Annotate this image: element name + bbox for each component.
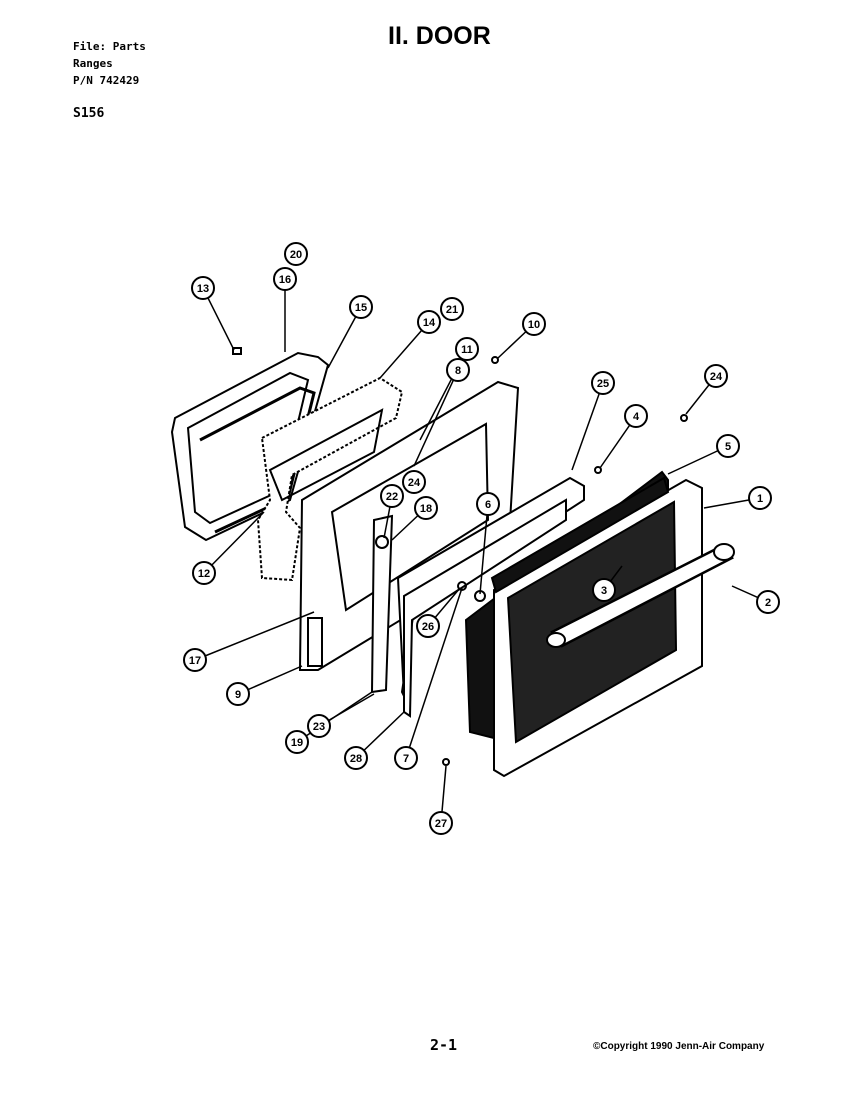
screw-10 xyxy=(491,356,499,364)
callout-label: 12 xyxy=(198,568,210,580)
bracket-18 xyxy=(375,535,389,549)
callout-2: 2 xyxy=(756,590,780,614)
callout-5: 5 xyxy=(716,434,740,458)
callouts: 1234567891011121314151617181920212223242… xyxy=(183,242,780,835)
callout-label: 10 xyxy=(528,319,540,331)
vent-strip xyxy=(490,476,670,594)
callout-label: 3 xyxy=(601,585,607,597)
callout-15: 15 xyxy=(349,295,373,319)
part-number-line: P/N 742429 xyxy=(73,74,140,87)
callout-16: 16 xyxy=(273,267,297,291)
callout-label: 14 xyxy=(423,317,436,329)
callout-9: 9 xyxy=(226,682,250,706)
callout-label: 22 xyxy=(386,491,398,503)
screw-24 xyxy=(680,414,688,422)
callout-7: 7 xyxy=(394,746,418,770)
callout-18: 18 xyxy=(414,496,438,520)
model-number: S156 xyxy=(73,106,105,121)
file-line: File: Parts xyxy=(73,40,146,53)
screw-4 xyxy=(594,466,602,474)
glass-pane xyxy=(268,408,384,502)
handle-end-cap xyxy=(713,543,735,561)
callout-23: 23 xyxy=(307,714,331,738)
callout-label: 18 xyxy=(420,503,432,515)
callout-label: 7 xyxy=(403,753,409,765)
callout-1: 1 xyxy=(748,486,772,510)
callout-label: 21 xyxy=(446,304,458,316)
callout-label: 17 xyxy=(189,655,201,667)
copyright-notice: ©Copyright 1990 Jenn-Air Company xyxy=(593,1041,765,1052)
callout-13: 13 xyxy=(191,276,215,300)
callout-label: 8 xyxy=(455,365,461,377)
callout-label: 9 xyxy=(235,689,241,701)
callout-label: 2 xyxy=(765,597,771,609)
callout-3: 3 xyxy=(592,578,616,602)
clip-13 xyxy=(232,347,242,355)
callout-22: 22 xyxy=(380,484,404,508)
callout-17: 17 xyxy=(183,648,207,672)
page-number: 2-1 xyxy=(430,1036,458,1054)
callout-label: 19 xyxy=(291,737,303,749)
callout-11: 11 xyxy=(455,337,479,361)
parts-drawing xyxy=(170,347,735,778)
callout-label: 27 xyxy=(435,818,447,830)
callout-label: 1 xyxy=(757,493,763,505)
door-hinge-slot xyxy=(307,617,323,667)
callout-label: 6 xyxy=(485,499,491,511)
callout-10: 10 xyxy=(522,312,546,336)
callout-label: 24 xyxy=(408,477,421,489)
callout-25: 25 xyxy=(591,371,615,395)
callout-26: 26 xyxy=(416,614,440,638)
callout-24-1: 24 xyxy=(402,470,426,494)
callout-28: 28 xyxy=(344,746,368,770)
file-info: File: Parts Ranges P/N 742429 xyxy=(73,38,146,89)
callout-label: 28 xyxy=(350,753,362,765)
callout-label: 23 xyxy=(313,721,325,733)
door-frame-window xyxy=(330,422,490,612)
side-channel xyxy=(370,514,394,694)
handle-end-cap-left xyxy=(546,632,566,648)
callout-6: 6 xyxy=(476,492,500,516)
callout-20: 20 xyxy=(284,242,308,266)
callout-label: 20 xyxy=(290,249,302,261)
callout-label: 25 xyxy=(597,378,609,390)
callout-27: 27 xyxy=(429,811,453,835)
callout-24: 24 xyxy=(704,364,728,388)
callout-12: 12 xyxy=(192,561,216,585)
callout-label: 5 xyxy=(725,441,731,453)
category-line: Ranges xyxy=(73,57,113,70)
page-title: II. DOOR xyxy=(388,22,491,50)
callout-label: 16 xyxy=(279,274,291,286)
callout-label: 13 xyxy=(197,283,209,295)
callout-21: 21 xyxy=(440,297,464,321)
callout-label: 4 xyxy=(633,411,640,423)
screw-27 xyxy=(442,758,450,766)
callout-4: 4 xyxy=(624,404,648,428)
callout-label: 11 xyxy=(461,344,473,356)
callout-8: 8 xyxy=(446,358,470,382)
callout-14: 14 xyxy=(417,310,441,334)
callout-label: 15 xyxy=(355,302,367,314)
callout-label: 24 xyxy=(710,371,723,383)
callout-label: 26 xyxy=(422,621,434,633)
callout-19: 19 xyxy=(285,730,309,754)
